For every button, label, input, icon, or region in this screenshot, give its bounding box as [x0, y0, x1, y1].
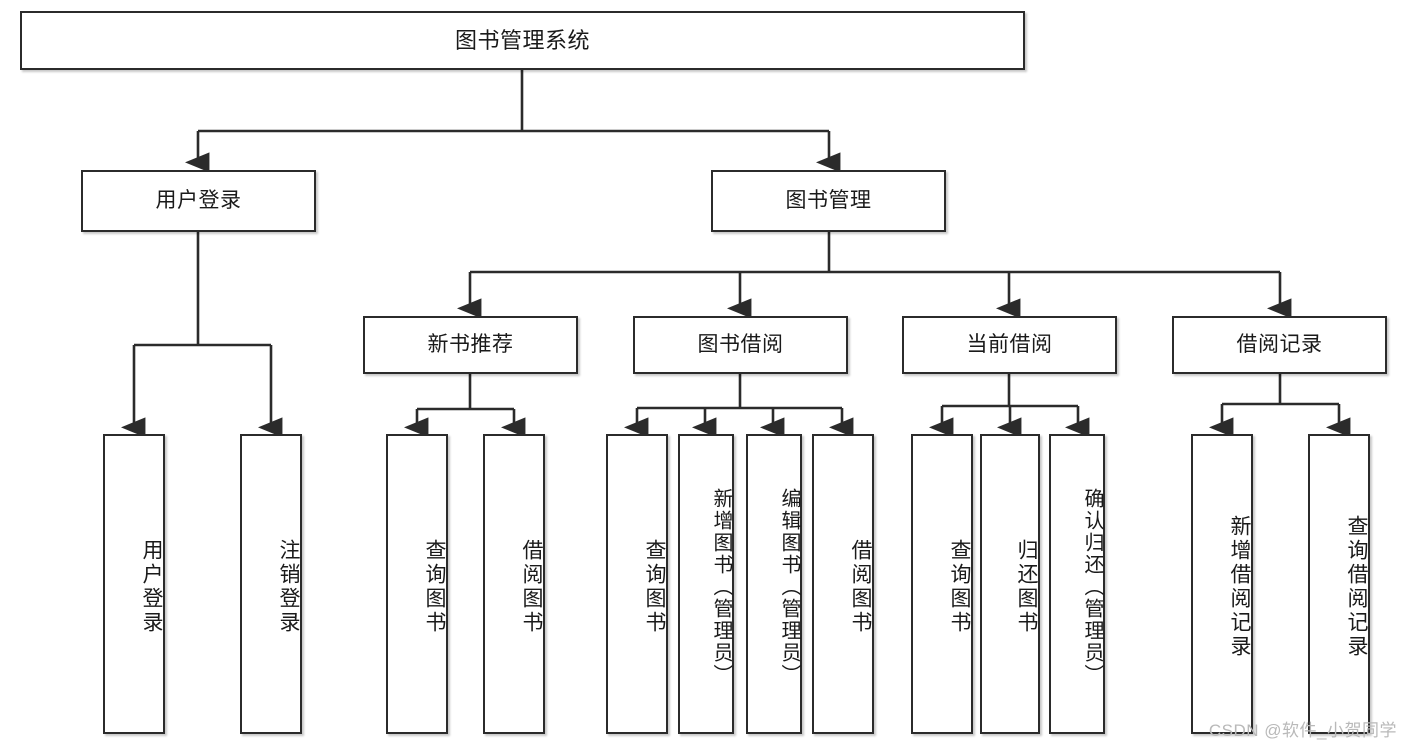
leaf-query-book-1-label: 查询图书 — [423, 539, 446, 635]
leaf-add-record-label: 新增借阅记录 — [1228, 515, 1251, 659]
leaf-borrow-book-1[interactable]: 借阅图书 — [483, 434, 545, 734]
leaf-return-book[interactable]: 归还图书 — [980, 434, 1040, 734]
node-borrow-record[interactable]: 借阅记录 — [1172, 316, 1387, 374]
leaf-add-book-label: 新增图书（管理员） — [710, 488, 732, 686]
leaf-query-record[interactable]: 查询借阅记录 — [1308, 434, 1370, 734]
leaf-borrow-book-1-label: 借阅图书 — [520, 539, 543, 635]
leaf-user-login[interactable]: 用户登录 — [103, 434, 165, 734]
node-book-manage[interactable]: 图书管理 — [711, 170, 946, 232]
node-user-login[interactable]: 用户登录 — [81, 170, 316, 232]
node-book-borrow[interactable]: 图书借阅 — [633, 316, 848, 374]
leaf-confirm-return-label: 确认归还（管理员） — [1081, 488, 1103, 686]
node-new-book-recommend-label: 新书推荐 — [427, 332, 514, 356]
leaf-add-record[interactable]: 新增借阅记录 — [1191, 434, 1253, 734]
leaf-logout-login[interactable]: 注销登录 — [240, 434, 302, 734]
leaf-confirm-return[interactable]: 确认归还（管理员） — [1049, 434, 1105, 734]
node-new-book-recommend[interactable]: 新书推荐 — [363, 316, 578, 374]
leaf-borrow-book-2-label: 借阅图书 — [849, 539, 872, 635]
leaf-borrow-book-2[interactable]: 借阅图书 — [812, 434, 874, 734]
leaf-return-book-label: 归还图书 — [1015, 539, 1038, 635]
watermark: CSDN @软件_小贺同学 — [1208, 721, 1397, 740]
leaf-query-book-3-label: 查询图书 — [948, 539, 971, 635]
leaf-query-book-1[interactable]: 查询图书 — [386, 434, 448, 734]
leaf-query-book-2[interactable]: 查询图书 — [606, 434, 668, 734]
node-book-manage-label: 图书管理 — [785, 188, 872, 212]
leaf-edit-book-label: 编辑图书（管理员） — [778, 488, 800, 686]
leaf-edit-book[interactable]: 编辑图书（管理员） — [746, 434, 802, 734]
leaf-user-login-label: 用户登录 — [140, 539, 163, 635]
leaf-add-book[interactable]: 新增图书（管理员） — [678, 434, 734, 734]
leaf-query-record-label: 查询借阅记录 — [1345, 515, 1368, 659]
node-borrow-record-label: 借阅记录 — [1236, 332, 1323, 356]
leaf-logout-login-label: 注销登录 — [277, 539, 300, 635]
node-root[interactable]: 图书管理系统 — [20, 11, 1025, 70]
leaf-query-book-2-label: 查询图书 — [643, 539, 666, 635]
node-user-login-label: 用户登录 — [155, 188, 242, 212]
node-root-label: 图书管理系统 — [454, 27, 590, 53]
leaf-query-book-3[interactable]: 查询图书 — [911, 434, 973, 734]
node-current-borrow[interactable]: 当前借阅 — [902, 316, 1117, 374]
node-book-borrow-label: 图书借阅 — [697, 332, 784, 356]
node-current-borrow-label: 当前借阅 — [966, 332, 1053, 356]
